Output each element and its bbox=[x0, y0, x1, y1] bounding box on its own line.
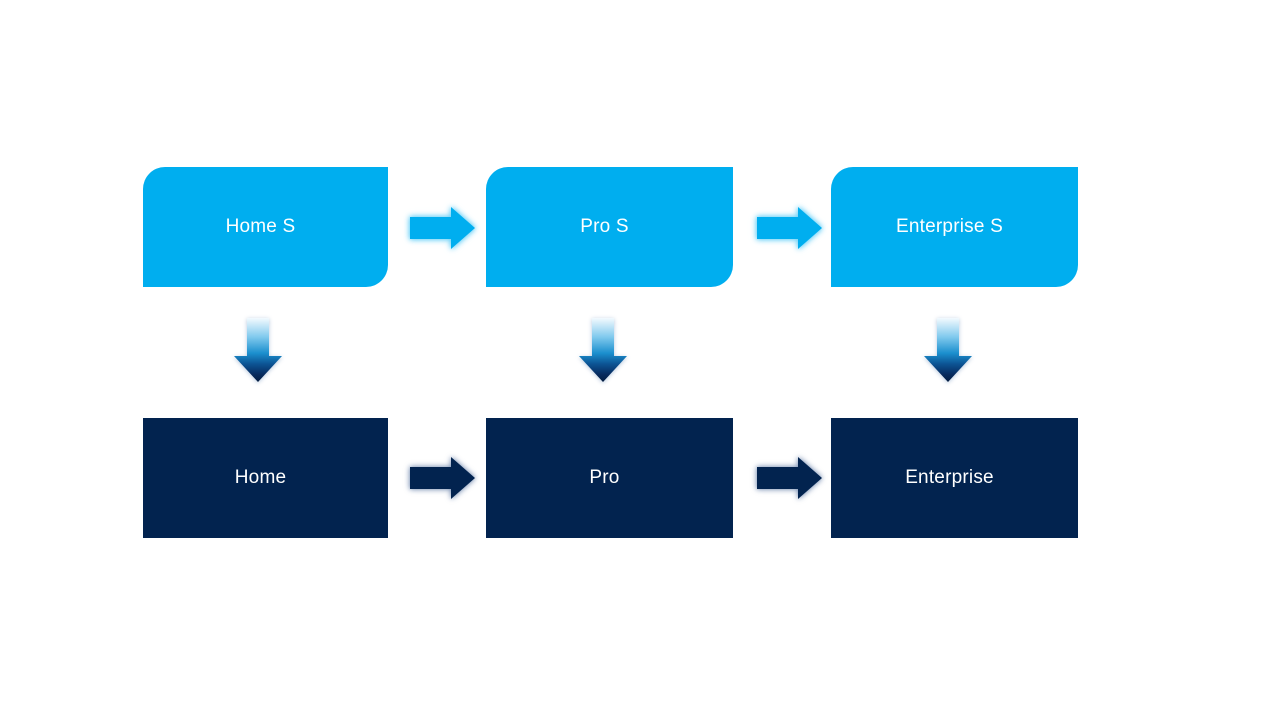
node-enterprise-s-label: Enterprise S bbox=[896, 216, 1003, 237]
node-pro-s-label: Pro S bbox=[580, 216, 629, 237]
node-home-label: Home bbox=[234, 467, 287, 488]
down-arrow-icon-3 bbox=[924, 318, 972, 382]
down-arrow-icon-1 bbox=[234, 318, 282, 382]
node-home-s-label: Home S bbox=[225, 216, 296, 237]
node-enterprise: Enterprise bbox=[831, 418, 1078, 538]
right-arrow-icon-bottom-2 bbox=[757, 457, 822, 499]
node-pro-label: Pro bbox=[589, 467, 620, 488]
node-enterprise-label: Enterprise bbox=[905, 467, 994, 488]
node-pro: Pro bbox=[486, 418, 733, 538]
node-pro-s: Pro S bbox=[486, 167, 733, 287]
right-arrow-icon-top-1 bbox=[410, 207, 475, 249]
down-arrow-icon-2 bbox=[579, 318, 627, 382]
right-arrow-icon-bottom-1 bbox=[410, 457, 475, 499]
right-arrow-icon-top-2 bbox=[757, 207, 822, 249]
node-home: Home bbox=[143, 418, 388, 538]
node-enterprise-s: Enterprise S bbox=[831, 167, 1078, 287]
node-home-s: Home S bbox=[143, 167, 388, 287]
